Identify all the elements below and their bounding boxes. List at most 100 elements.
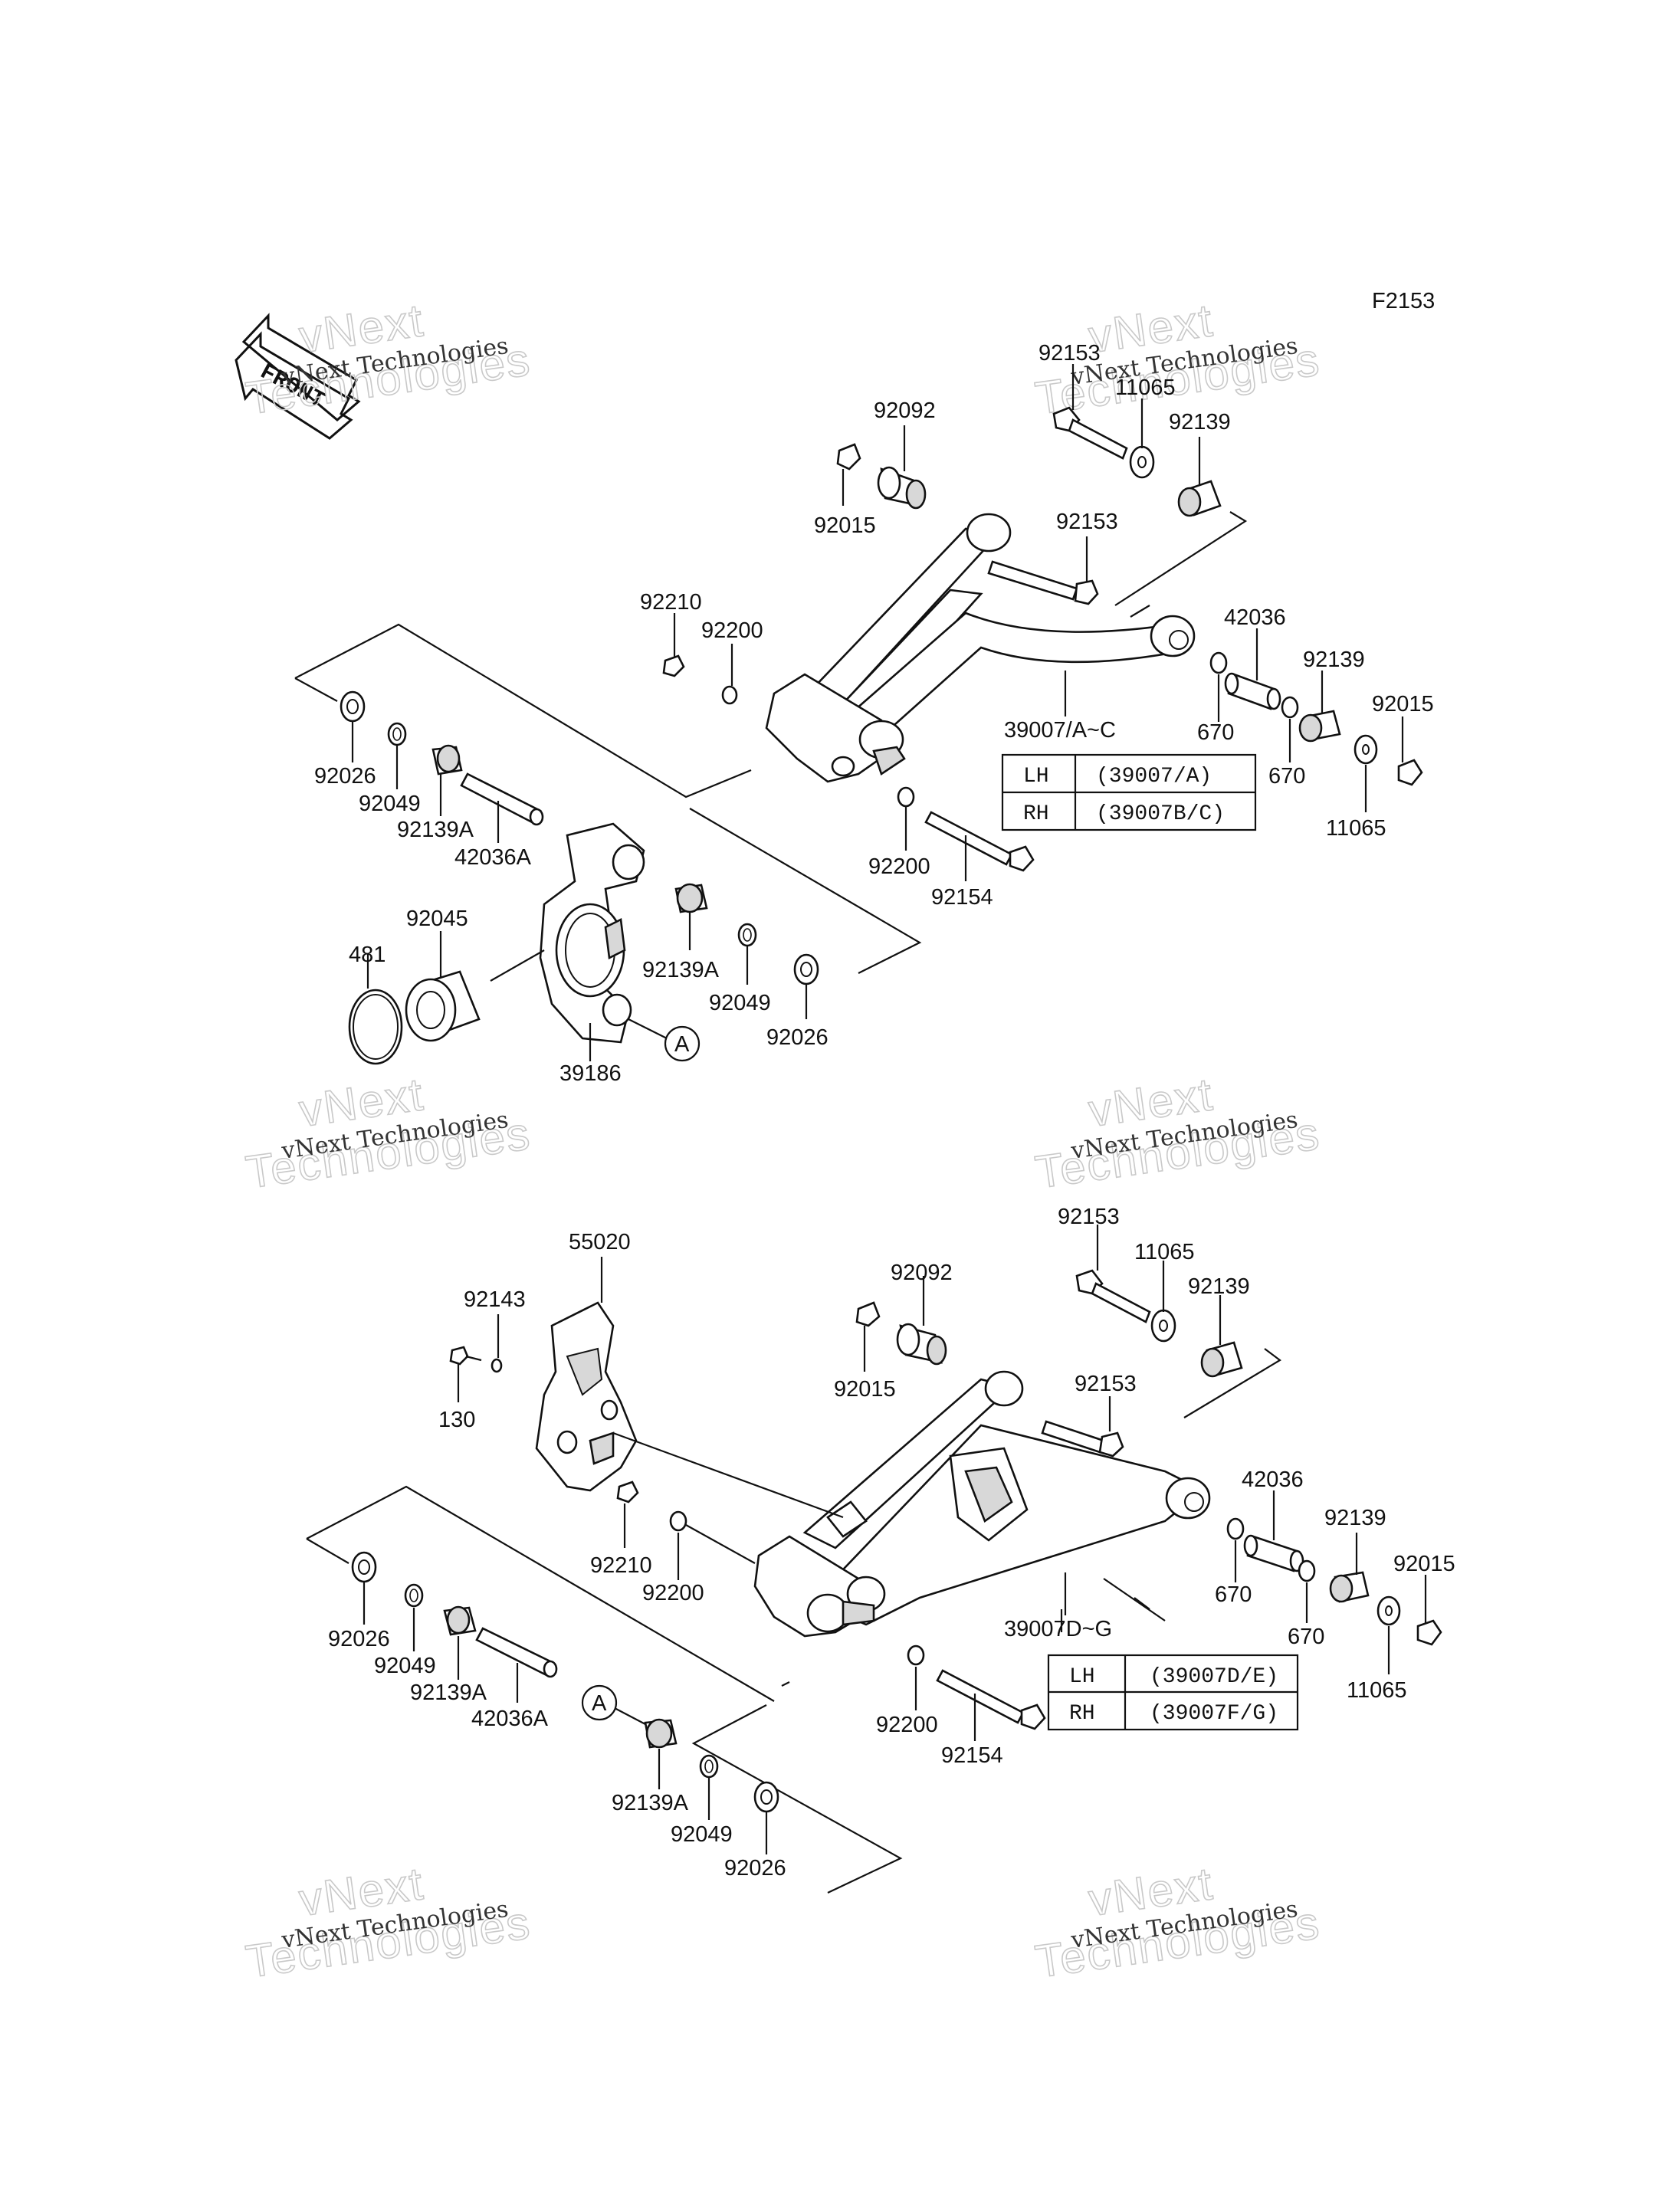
collar-92139A-b-b xyxy=(644,1718,678,1749)
watermark-top-left: vNext Technologies vNext Technologies xyxy=(242,293,535,425)
label-92049: 92049 xyxy=(671,1822,733,1847)
labels-top: 92092 92015 92153 11065 92139 92153 9221… xyxy=(314,341,1434,1086)
label-92049: 92049 xyxy=(359,792,421,816)
label-11065: 11065 xyxy=(1134,1240,1195,1264)
label-92154: 92154 xyxy=(931,885,993,910)
washer-92026-a-b xyxy=(351,1551,377,1583)
svg-text:A: A xyxy=(674,1032,690,1057)
label-92026: 92026 xyxy=(314,764,376,789)
collar-92139A-b xyxy=(674,883,708,913)
swingarm-bottom xyxy=(753,1370,1211,1638)
label-92026: 92026 xyxy=(328,1627,390,1651)
ref-a-top: A xyxy=(664,1025,701,1062)
collar-92139A-a xyxy=(431,744,463,776)
ring-670-b-b xyxy=(1298,1559,1316,1582)
bracket-39186 xyxy=(539,822,645,1044)
label-92154: 92154 xyxy=(941,1743,1003,1768)
sleeve-42036 xyxy=(1224,672,1281,710)
label-92015: 92015 xyxy=(1393,1552,1455,1576)
bottom-assembly: A 55020 92143 130 92092 92015 92153 1106… xyxy=(306,1205,1455,1894)
label-92143: 92143 xyxy=(464,1287,526,1312)
label-11065: 11065 xyxy=(1326,816,1386,841)
nut-92015-right xyxy=(1397,759,1423,786)
label-92049: 92049 xyxy=(709,991,771,1015)
label-92092: 92092 xyxy=(891,1261,953,1285)
label-11065: 11065 xyxy=(1115,375,1176,400)
washer-11065-right xyxy=(1354,734,1378,765)
label-11065: 11065 xyxy=(1347,1678,1407,1703)
collar-92139-upper-b xyxy=(1200,1341,1243,1378)
labels-bottom: 55020 92143 130 92092 92015 92153 11065 … xyxy=(328,1205,1455,1881)
ring-92049-b-b xyxy=(699,1754,719,1779)
swingarm-top xyxy=(765,513,1196,783)
collar-92139-right-b xyxy=(1329,1571,1370,1603)
bushing-92092-b xyxy=(896,1323,947,1366)
svg-text:RH: RH xyxy=(1069,1702,1095,1726)
bolt-92153-upper xyxy=(1052,406,1128,460)
label-92200: 92200 xyxy=(701,618,763,643)
watermark-bottom-left: vNext Technologies vNext Technologies xyxy=(242,1857,535,1988)
label-92200: 92200 xyxy=(876,1713,938,1737)
label-481: 481 xyxy=(349,943,386,967)
label-92200: 92200 xyxy=(642,1581,704,1605)
leader-lines-bottom xyxy=(363,1225,1427,1854)
label-670: 670 xyxy=(1288,1625,1324,1649)
nut-92015-right-b xyxy=(1416,1619,1442,1646)
label-92139A: 92139A xyxy=(612,1791,689,1815)
variant-table-bottom: LH (39007D/E) RH (39007F/G) xyxy=(1047,1654,1299,1731)
washer-11065-right-b xyxy=(1376,1595,1401,1626)
label-92015: 92015 xyxy=(834,1377,896,1402)
svg-text:(39007/A): (39007/A) xyxy=(1096,765,1212,789)
ring-670-a xyxy=(1209,651,1228,674)
figure-code: F2153 xyxy=(1372,289,1435,313)
washer-92143 xyxy=(491,1358,503,1373)
washer-92026-a xyxy=(340,690,366,723)
label-92153: 92153 xyxy=(1039,341,1101,366)
svg-text:LH: LH xyxy=(1069,1665,1095,1689)
label-92139A: 92139A xyxy=(410,1681,487,1705)
leader-lines-top xyxy=(351,364,1404,1061)
label-92015: 92015 xyxy=(1372,692,1434,716)
nut-92210-b xyxy=(616,1481,639,1503)
nut-92210 xyxy=(662,654,685,677)
washer-11065 xyxy=(1129,445,1155,479)
circlip-481 xyxy=(348,989,403,1065)
bolt-92153-upper-b xyxy=(1075,1269,1151,1323)
washer-11065-b xyxy=(1150,1309,1176,1343)
collar-92139A-a-b xyxy=(443,1605,477,1636)
bolt-130 xyxy=(449,1346,482,1366)
washer-92200-b-b xyxy=(907,1644,925,1666)
washer-92200-a xyxy=(721,685,738,705)
washer-92026-b xyxy=(793,953,819,985)
washer-92200-a-b xyxy=(669,1510,687,1532)
collar-92139-right xyxy=(1298,710,1341,743)
svg-text:(39007B/C): (39007B/C) xyxy=(1096,802,1225,826)
bolt-92154 xyxy=(924,811,1035,872)
label-39007: 39007D~G xyxy=(1004,1617,1112,1641)
label-92092: 92092 xyxy=(874,398,936,423)
label-92200: 92200 xyxy=(868,854,930,879)
label-42036: 42036 xyxy=(1242,1467,1304,1492)
sleeve-42036-b xyxy=(1243,1534,1304,1572)
label-92139: 92139 xyxy=(1188,1274,1250,1299)
label-39186: 39186 xyxy=(559,1061,622,1086)
label-92026: 92026 xyxy=(724,1856,786,1881)
chain-guard-55020 xyxy=(535,1301,638,1492)
bearing-92045 xyxy=(405,970,481,1042)
ref-a-bottom: A xyxy=(581,1684,618,1721)
nut-92015-b xyxy=(855,1301,881,1327)
label-92210: 92210 xyxy=(590,1553,652,1578)
label-92015: 92015 xyxy=(814,513,876,538)
label-39007: 39007/A~C xyxy=(1004,718,1116,743)
label-92139A: 92139A xyxy=(397,818,474,842)
bolt-92153-mid-b xyxy=(1041,1420,1124,1458)
label-55020: 55020 xyxy=(569,1230,631,1254)
label-92153: 92153 xyxy=(1056,510,1118,534)
sleeve-42036A xyxy=(460,772,544,826)
label-92049: 92049 xyxy=(374,1654,436,1678)
svg-text:RH: RH xyxy=(1023,802,1049,826)
label-92153: 92153 xyxy=(1058,1205,1120,1229)
nut-92015 xyxy=(836,443,861,471)
label-42036: 42036 xyxy=(1224,605,1286,630)
